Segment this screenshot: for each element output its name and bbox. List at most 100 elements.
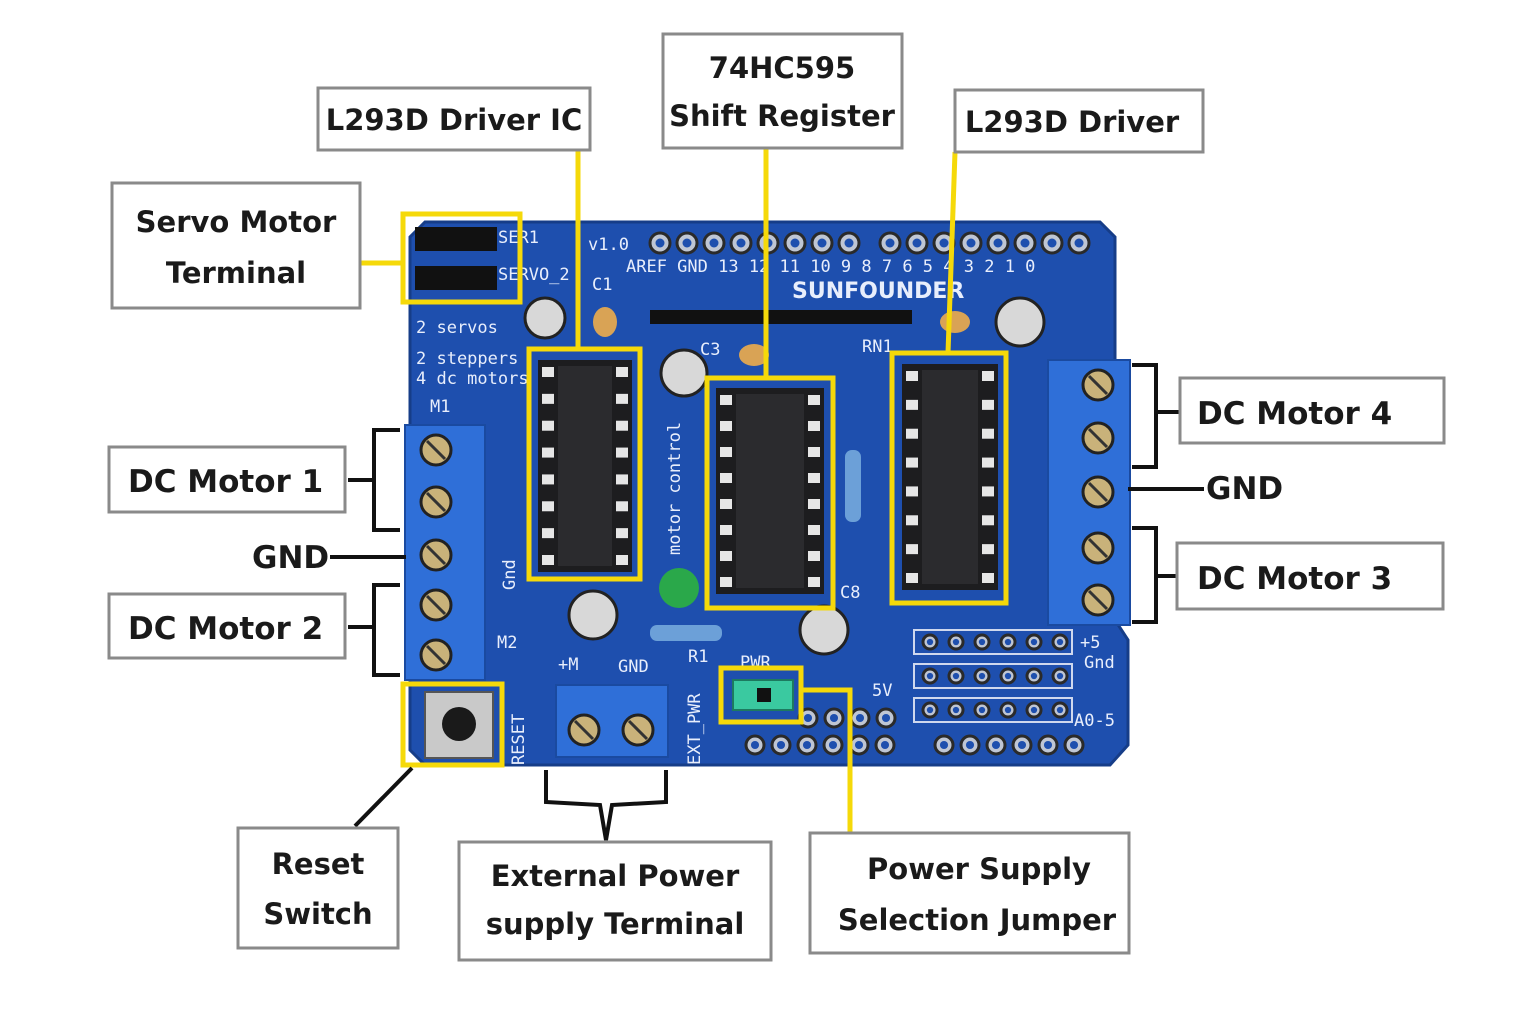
ic-pin [982,371,994,381]
pin-hole-center [1004,706,1012,714]
silk-rn1: RN1 [862,337,893,357]
ic-pin [720,525,732,535]
ic-body [736,394,804,588]
resistor-r2 [845,450,861,522]
ic-pin [542,367,554,377]
ic-pin [982,428,994,439]
ic-pin [906,371,918,381]
label-l293d-driver: L293D Driver [953,88,1205,154]
ic-pin [906,544,918,555]
label-text: L293D Driver IC [326,103,583,137]
proto-row [913,629,1073,655]
power-jumper[interactable] [732,679,794,711]
label-text: DC Motor 1 [128,464,323,500]
label-text: Power Supply [867,852,1091,886]
silk-gnd-vertical: Gnd [500,559,520,590]
pin-hole-center [1017,740,1027,750]
top-pin-header [648,231,1091,255]
reset-button[interactable] [424,691,494,759]
ic-body [922,370,978,584]
pin-hole-center [978,706,986,714]
ic-pin [616,367,628,377]
label-dc-motor-2: DC Motor 2 [107,592,347,660]
pin-hole-center [926,638,934,646]
ic-pin [808,421,820,431]
pin-hole-center [802,740,812,750]
pin-hole-center [776,740,786,750]
pin-hole-center [991,740,1001,750]
label-text: L293D Driver [965,105,1180,139]
silk-5v: 5V [872,681,892,701]
label-text: External Power [491,859,740,893]
pin-hole-center [736,238,746,248]
pin-hole-center [965,740,975,750]
pin-hole-center [1074,238,1084,248]
ic-pin [616,447,628,458]
pin-hole-center [885,238,895,248]
ic-pin [982,486,994,497]
ic-pin [720,577,732,587]
silk-a0-5: A0-5 [1074,711,1115,731]
pin-hole-center [926,672,934,680]
label-text: Servo Motor [136,205,337,239]
ic-pin [616,501,628,512]
label-power-jumper: Power Supply Selection Jumper [808,831,1131,955]
pin-hole-center [709,238,719,248]
label-text: DC Motor 3 [1197,561,1392,597]
pin-hole-center [1043,740,1053,750]
proto-row [913,663,1073,689]
screw-slot [1087,427,1109,449]
pin-hole-center [854,740,864,750]
pin-hole-center [1030,638,1038,646]
pin-hole-center [855,713,865,723]
ic-pin [808,499,820,509]
label-text: 74HC595 [709,51,855,85]
screw-slot [1087,589,1109,611]
pin-hole-center [1030,672,1038,680]
pin-hole-center [682,238,692,248]
ic-pin [616,420,628,431]
label-gnd-left: GND [252,540,329,576]
silk-r1: R1 [688,647,708,667]
silk-m1: M1 [430,397,450,417]
screw-terminals [404,359,1131,758]
screw-slot [627,719,649,741]
pin-hole-center [1030,706,1038,714]
resistor-network [650,310,912,324]
ic-pin [808,525,820,535]
ic-pin [982,515,994,526]
ic-pin [542,420,554,431]
pin-hole-center [993,238,1003,248]
ic-pin [720,473,732,483]
ic-pin [906,573,918,583]
connectors [330,363,1204,841]
silk-servo2: SERVO_2 [498,265,570,285]
silk-version: v1.0 [588,235,629,255]
silk-gnd2: Gnd [1084,653,1115,673]
silk-dc: 4 dc motors [416,369,529,389]
label-text: Reset [272,847,365,881]
ic-pin [542,474,554,485]
pin-hole-center [1047,238,1057,248]
pin-hole-center [912,238,922,248]
pin-hole-center [881,713,891,723]
ic-pin [808,473,820,483]
silk-gnd: GND [618,657,649,677]
ic-pin [542,528,554,539]
pin-hole-center [952,638,960,646]
bottom-pin-header [744,707,1085,756]
proto-row [913,697,1073,723]
label-reset-switch: Reset Switch [236,826,400,950]
ic-pin [808,447,820,457]
label-shift-register: 74HC595 Shift Register [661,32,904,150]
ic-chips [538,360,998,594]
screw-slot [1087,374,1109,396]
silk-reset: RESET [509,714,529,765]
silk-pin-labels: AREF GND 13 12 11 10 9 8 7 6 5 4 3 2 1 0 [626,257,1035,277]
label-text: DC Motor 2 [128,611,323,647]
label-text: Selection Jumper [838,903,1117,937]
pin-hole-center [817,238,827,248]
ic-pin [982,544,994,555]
silk-plus-m: +M [558,655,578,675]
